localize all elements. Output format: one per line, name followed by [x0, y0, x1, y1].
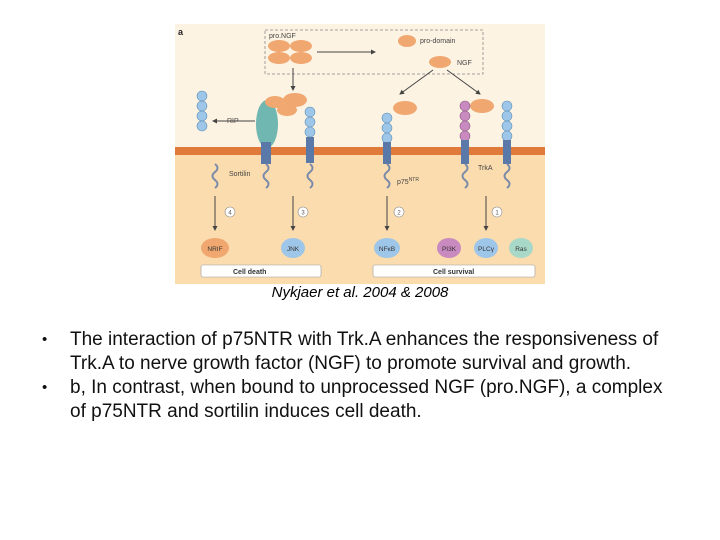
- svg-text:1: 1: [495, 211, 499, 217]
- pro-ngf-label: pro.NGF: [269, 33, 296, 40]
- bullet-marker: •: [42, 379, 48, 396]
- extracellular-space: [175, 24, 545, 147]
- output-pi3k: PI3K: [437, 238, 461, 258]
- cell-membrane: [175, 147, 545, 155]
- ngf-label: NGF: [457, 60, 472, 67]
- pathway-arrows: [212, 196, 489, 231]
- output-jnk: JNK: [281, 238, 305, 258]
- cell-death-bar: Cell death: [200, 264, 322, 278]
- pro-domain-shape: [398, 35, 416, 47]
- trka-p75-ngf-complex: [459, 99, 513, 189]
- trka-label: TrkA: [478, 165, 493, 172]
- signaling-diagram: a pro.NGF pro-domain NGF RIP Sortilin: [175, 24, 545, 284]
- ngf-arrow-right: [446, 69, 481, 95]
- svg-text:JNK: JNK: [287, 246, 300, 253]
- rip-fragment: [196, 90, 208, 132]
- ngf-arrow-left: [399, 69, 434, 95]
- sortilin-tail: [211, 163, 219, 189]
- bullet-marker: •: [42, 331, 48, 348]
- cytoplasm: [175, 154, 545, 284]
- svg-text:NRIF: NRIF: [207, 246, 222, 253]
- svg-text:4: 4: [228, 211, 232, 217]
- path-number-3: 3: [297, 206, 309, 218]
- pro-ngf-ligand: [268, 40, 312, 64]
- path-number-4: 4: [224, 206, 236, 218]
- svg-text:NFκB: NFκB: [379, 246, 395, 253]
- p75-ngf-complex: [381, 101, 417, 189]
- p75-label: p75NTR: [397, 177, 419, 186]
- processing-box: [264, 29, 484, 75]
- sortilin-p75-complex: [256, 93, 316, 189]
- output-plcg: PLCγ: [474, 238, 498, 258]
- svg-text:3: 3: [301, 211, 305, 217]
- bullet-item: •b, In contrast, when bound to unprocess…: [42, 377, 663, 422]
- path-number-2: 2: [393, 206, 405, 218]
- svg-text:Cell death: Cell death: [233, 269, 266, 276]
- sortilin-label: Sortilin: [229, 171, 251, 178]
- svg-text:Cell survival: Cell survival: [433, 269, 474, 276]
- svg-text:Ras: Ras: [515, 246, 527, 253]
- output-nrif: NRIF: [201, 238, 229, 258]
- pro-domain-label: pro-domain: [420, 38, 456, 45]
- output-ras: Ras: [509, 238, 533, 258]
- svg-text:PI3K: PI3K: [442, 246, 457, 253]
- bullet-item: •The interaction of p75NTR with Trk.A en…: [42, 329, 659, 374]
- svg-text:2: 2: [397, 211, 401, 217]
- figure-caption: Nykjaer et al. 2004 & 2008: [271, 284, 449, 301]
- svg-text:PLCγ: PLCγ: [478, 246, 495, 253]
- path-number-1: 1: [491, 206, 503, 218]
- bullet-list: •The interaction of p75NTR with Trk.A en…: [40, 328, 680, 424]
- panel-letter: a: [178, 27, 184, 37]
- cell-survival-bar: Cell survival: [372, 264, 536, 278]
- ngf-shape: [429, 56, 451, 68]
- output-nfkb: NFκB: [374, 238, 400, 258]
